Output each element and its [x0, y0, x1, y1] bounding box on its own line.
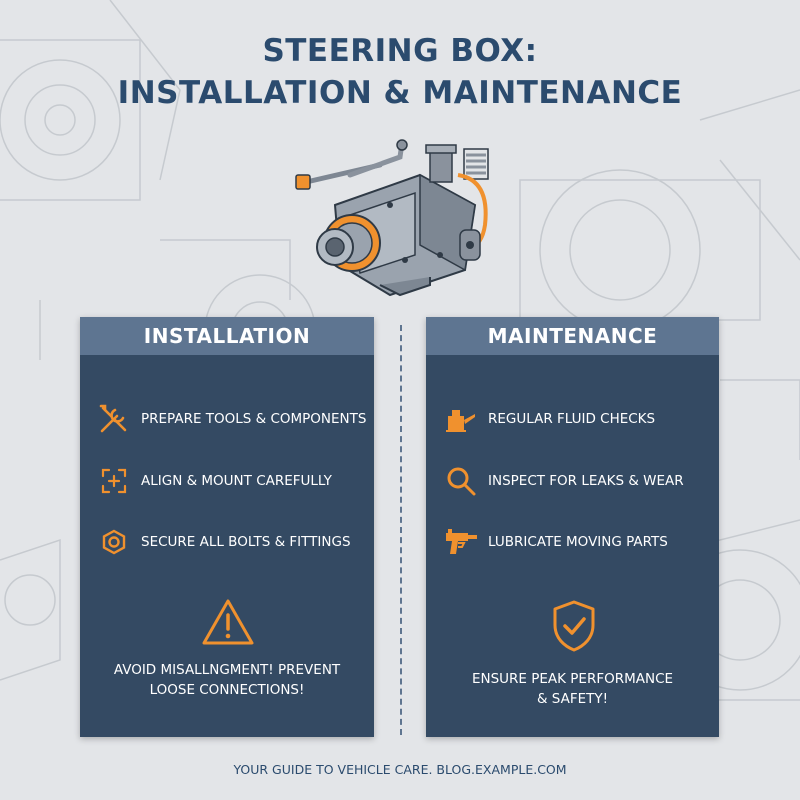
hex-bolt-icon — [94, 524, 134, 560]
installation-item-secure: SECURE ALL BOLTS & FITTINGS — [80, 524, 374, 560]
shield-check-icon — [553, 600, 595, 652]
maintenance-callout-text: ENSURE PEAK PERFORMANCE & SAFETY! — [426, 669, 719, 709]
maintenance-item-lubricate: LUBRICATE MOVING PARTS — [426, 524, 719, 560]
section-divider — [400, 325, 402, 735]
footer-text: YOUR GUIDE TO VEHICLE CARE. BLOG.EXAMPLE… — [233, 762, 567, 777]
maintenance-panel: MAINTENANCE REGULAR FLUID CHECKS INSPECT… — [426, 317, 719, 737]
grease-gun-icon — [441, 524, 481, 560]
title-line-2: INSTALLATION & MAINTENANCE — [117, 75, 683, 111]
warning-line-1: AVOID MISALLNGMENT! PREVENT — [113, 662, 341, 678]
installation-heading: INSTALLATION — [80, 317, 374, 355]
installation-item-align: ALIGN & MOUNT CAREFULLY — [80, 463, 374, 499]
installation-item-label: PREPARE TOOLS & COMPONENTS — [141, 411, 367, 427]
wrench-screwdriver-icon — [94, 401, 134, 437]
maintenance-item-label: LUBRICATE MOVING PARTS — [488, 534, 668, 550]
magnifier-icon — [441, 463, 481, 499]
title-line-1: STEERING BOX: — [262, 33, 538, 69]
align-crosshair-icon — [94, 463, 134, 499]
callout-line-1: ENSURE PEAK PERFORMANCE — [471, 671, 674, 687]
warning-triangle-icon — [202, 599, 254, 645]
oil-can-icon — [441, 401, 481, 437]
installation-item-label: SECURE ALL BOLTS & FITTINGS — [141, 534, 351, 550]
installation-warning-text: AVOID MISALLNGMENT! PREVENT LOOSE CONNEC… — [80, 660, 374, 700]
maintenance-heading: MAINTENANCE — [426, 317, 719, 355]
maintenance-item-label: INSPECT FOR LEAKS & WEAR — [488, 473, 684, 489]
maintenance-item-label: REGULAR FLUID CHECKS — [488, 411, 656, 427]
maintenance-item-inspect: INSPECT FOR LEAKS & WEAR — [426, 463, 719, 499]
maintenance-item-fluid: REGULAR FLUID CHECKS — [426, 401, 719, 437]
page-title: STEERING BOX: INSTALLATION & MAINTENANCE — [0, 30, 800, 114]
callout-line-2: & SAFETY! — [536, 691, 609, 707]
installation-panel: INSTALLATION PREPARE TOOLS & COMPONENTS … — [80, 317, 374, 737]
warning-line-2: LOOSE CONNECTIONS! — [149, 682, 305, 698]
installation-item-label: ALIGN & MOUNT CAREFULLY — [141, 473, 332, 489]
installation-item-prepare: PREPARE TOOLS & COMPONENTS — [80, 401, 374, 437]
steering-box-illustration — [295, 139, 489, 297]
